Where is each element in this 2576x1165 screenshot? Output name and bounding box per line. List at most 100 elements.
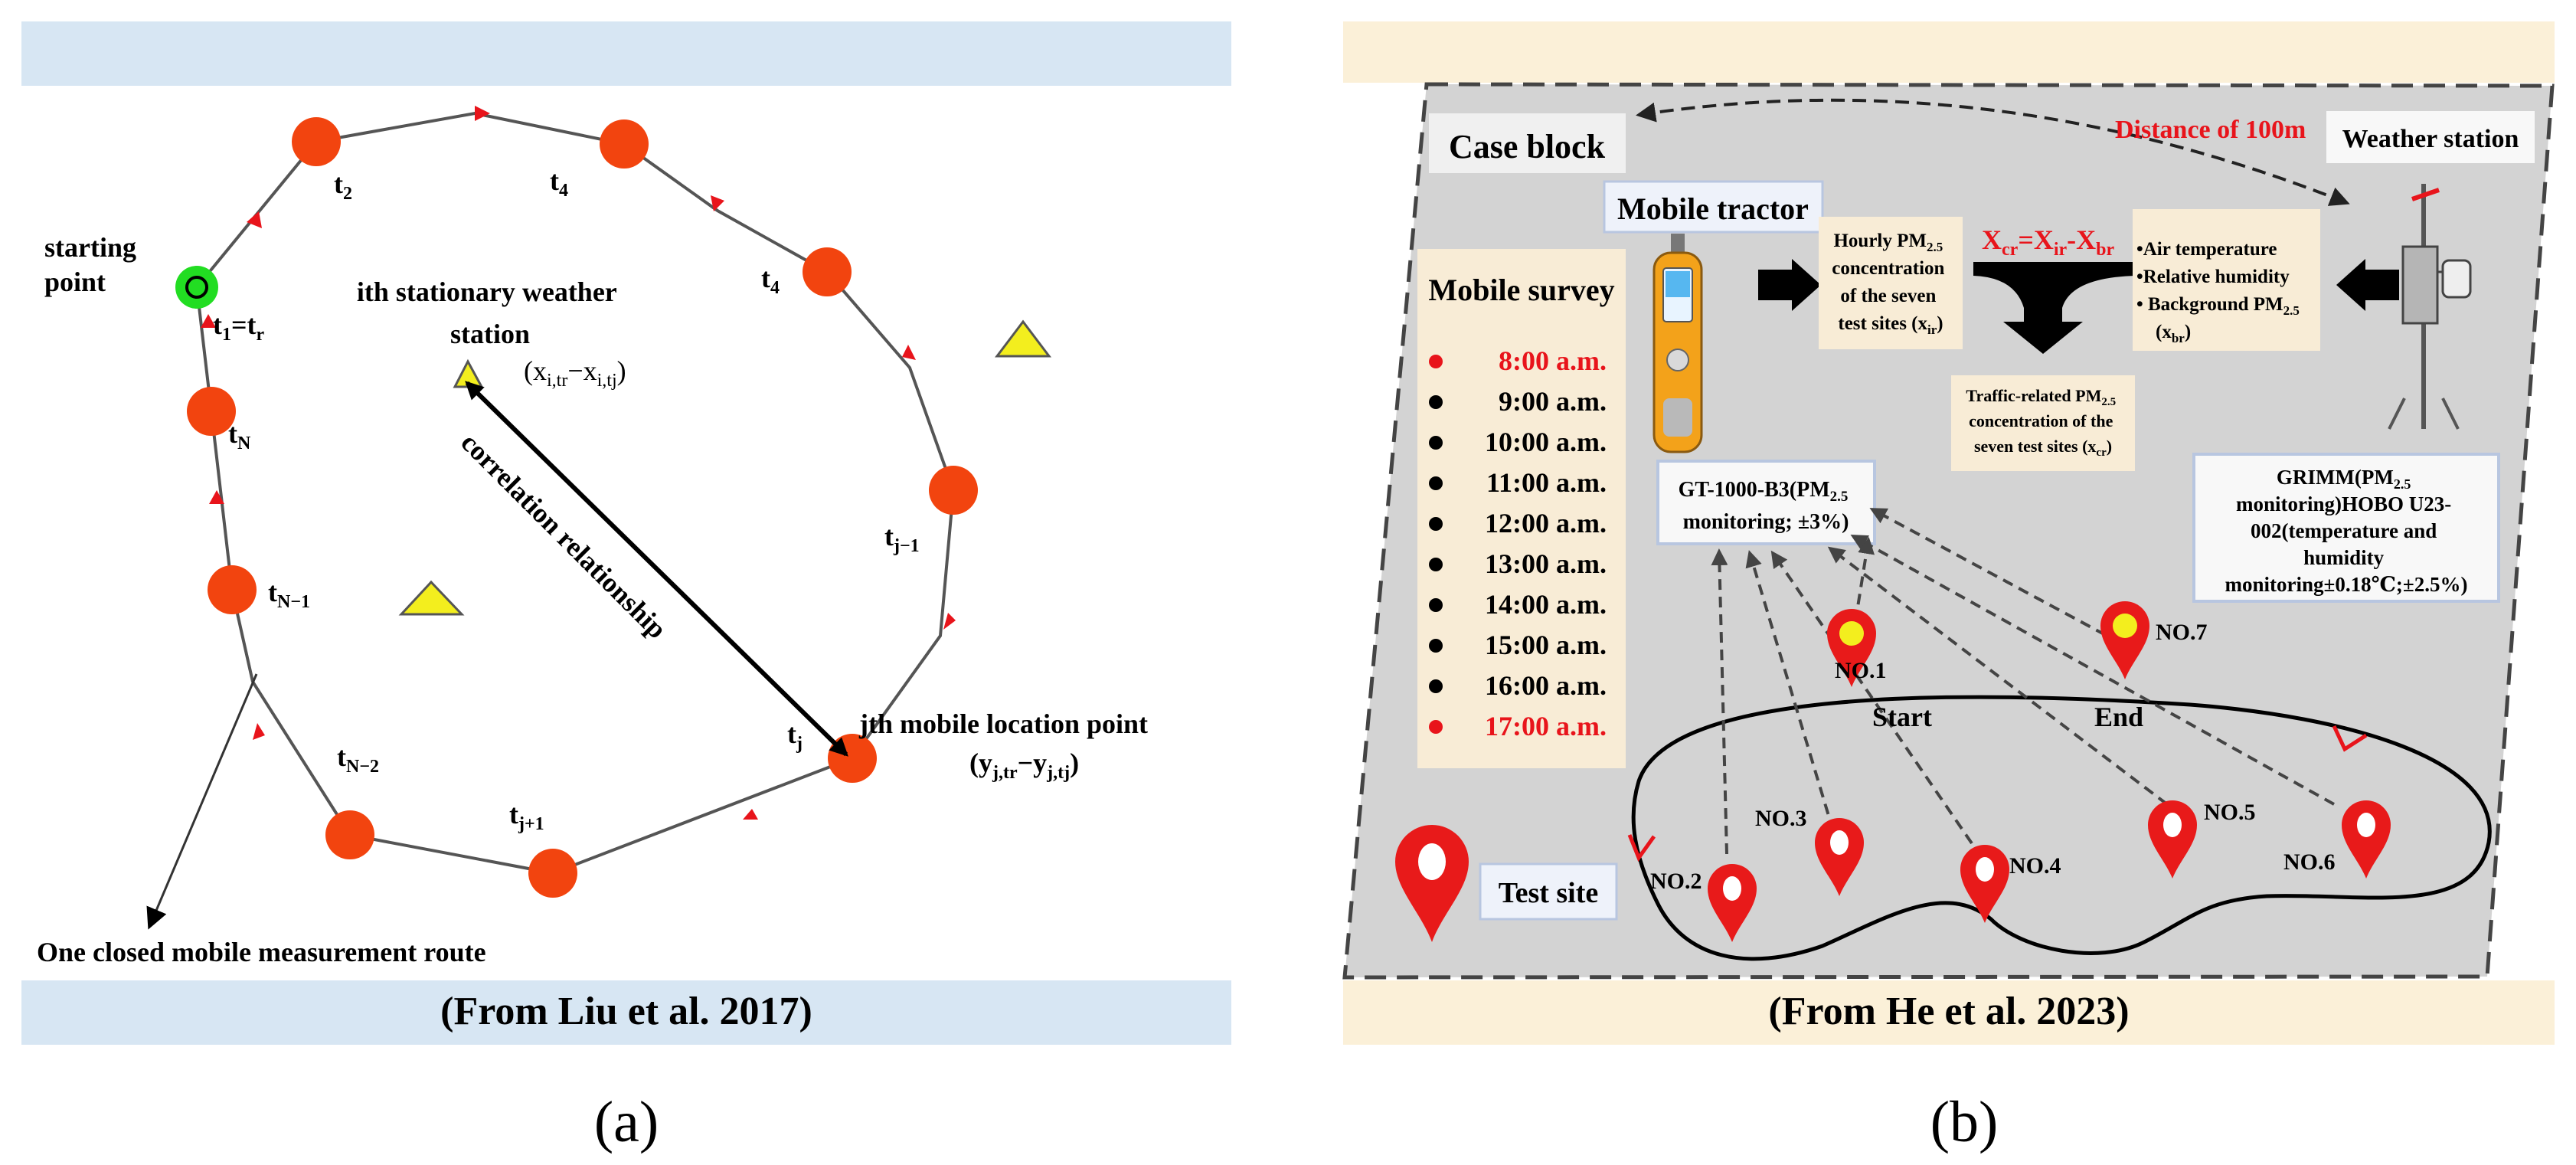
time-bullet xyxy=(1429,598,1443,612)
station-formula: (xi,tr−xi,tj) xyxy=(524,355,626,391)
route-points xyxy=(187,117,978,898)
panel-a-footer: (From Liu et al. 2017) xyxy=(440,990,812,1033)
distance-arrow xyxy=(1636,98,2350,206)
route-direction-mark-start xyxy=(1627,834,1656,862)
time-entry: 13:00 a.m. xyxy=(1485,548,1607,579)
caption-b: (b) xyxy=(1930,1090,1999,1154)
route-point-t4b xyxy=(803,247,852,296)
arrow-device-to-hourly xyxy=(1758,259,1821,311)
traffic-pm-text: Traffic-related PM2.5 concentration of t… xyxy=(1966,386,2120,459)
pin-no2 xyxy=(1708,864,1757,942)
pin-no3 xyxy=(1815,818,1864,896)
formula-label: Xcr=Xir-Xbr xyxy=(1982,224,2115,260)
panel-a-top-band xyxy=(21,21,1231,86)
caption-a: (a) xyxy=(594,1090,659,1154)
route-point-tj+1 xyxy=(528,849,577,898)
legend-pin xyxy=(1395,825,1469,942)
site-label-no5: NO.5 xyxy=(2204,800,2256,825)
site-label-no3: NO.3 xyxy=(1755,806,1807,831)
time-bullet xyxy=(1429,558,1443,571)
mobile-survey-title: Mobile survey xyxy=(1428,273,1614,307)
starting-point-label: starting point xyxy=(44,232,143,297)
distance-label: Distance of 100m xyxy=(2115,116,2306,144)
mobile-tractor-box xyxy=(1603,180,1824,234)
t2-label: t2 xyxy=(334,169,352,204)
route-pointer-arrow xyxy=(146,673,258,930)
correlation-arrow xyxy=(465,381,848,757)
route-point-tN-1 xyxy=(208,565,257,614)
t4b-label: t4 xyxy=(761,263,780,298)
mobile-point-label: jth mobile location point xyxy=(858,708,1148,739)
gt-monitor-text: GT-1000-B3(PM2.5 monitoring; ±3%) xyxy=(1679,478,1854,534)
route-point-t4a xyxy=(600,119,649,169)
pin-no6 xyxy=(2342,800,2391,879)
closed-route-line xyxy=(195,111,956,875)
pin-no1 xyxy=(1827,609,1876,687)
weather-params-box xyxy=(2133,209,2320,351)
route-direction-mark-end xyxy=(2332,725,2368,752)
mobile-survey-times: 8:00 a.m.9:00 a.m.10:00 a.m.11:00 a.m.12… xyxy=(1429,345,1607,741)
time-entry: 10:00 a.m. xyxy=(1485,427,1607,457)
tN-2-label: tN−2 xyxy=(337,741,379,777)
panel-a-bottom-band xyxy=(21,980,1231,1045)
grimm-monitor-text: GRIMM(PM2.5 monitoring)HOBO U23- 002(tem… xyxy=(2225,466,2468,596)
mobile-formula: (yj,tr−yj,tj) xyxy=(969,748,1079,783)
site-label-no2: NO.2 xyxy=(1650,869,1702,894)
time-entry: 16:00 a.m. xyxy=(1485,670,1607,701)
case-block-label: Case block xyxy=(1449,128,1606,165)
hourly-pm-box xyxy=(1819,217,1963,349)
time-bullet xyxy=(1429,720,1443,734)
mobile-survey-panel xyxy=(1417,249,1626,768)
gt-monitor-box xyxy=(1656,460,1876,545)
route-point-tN-2 xyxy=(325,810,374,859)
route-point-t2 xyxy=(292,117,341,166)
weather-station-box xyxy=(2326,111,2535,163)
tN-label: tN xyxy=(228,418,251,453)
route-direction-arrows xyxy=(201,106,956,820)
tj+1-label: tj+1 xyxy=(509,799,544,834)
hourly-pm-text: Hourly PM2.5 concentration of the seven … xyxy=(1832,231,1949,337)
time-bullet xyxy=(1429,476,1443,490)
weather-station-triangle-2 xyxy=(994,319,1052,358)
time-bullet xyxy=(1429,436,1443,450)
test-site-label: Test site xyxy=(1499,877,1599,909)
traffic-pm-box xyxy=(1951,375,2135,471)
survey-route-loop xyxy=(1631,695,2492,961)
time-entry: 17:00 a.m. xyxy=(1485,711,1607,741)
mobile-tractor-label: Mobile tractor xyxy=(1617,191,1809,226)
tj-label: tj xyxy=(787,718,803,754)
test-site-pins xyxy=(1395,601,2391,942)
tN-1-label: tN−1 xyxy=(268,577,310,612)
panel-b: (From He et al. 2023) Case block Distanc… xyxy=(1342,21,2555,1045)
arrow-station-to-air xyxy=(2336,259,2399,311)
time-entry: 14:00 a.m. xyxy=(1485,589,1607,620)
weather-station-triangle-3 xyxy=(398,580,465,616)
starting-point-ring xyxy=(185,276,208,299)
merge-arrow xyxy=(1973,262,2136,354)
panel-b-footer: (From He et al. 2023) xyxy=(1768,990,2129,1033)
pin-no5 xyxy=(2148,800,2197,879)
time-bullet xyxy=(1429,355,1443,368)
start-label: Start xyxy=(1872,702,1932,732)
time-entry: 11:00 a.m. xyxy=(1486,467,1607,498)
starting-point-marker xyxy=(175,266,218,309)
time-bullet xyxy=(1429,517,1443,531)
site-label-no6: NO.6 xyxy=(2283,849,2336,875)
weather-station-label: Weather station xyxy=(2342,125,2519,153)
site-label-no1: NO.1 xyxy=(1835,658,1887,683)
gt-1000-device-icon xyxy=(1652,234,1703,453)
weather-station-equipment-icon xyxy=(2388,184,2472,430)
t4a-label: t4 xyxy=(550,165,568,201)
weather-params-text: •Air temperature •Relative humidity • Ba… xyxy=(2136,239,2304,345)
time-entry: 15:00 a.m. xyxy=(1485,630,1607,660)
case-block-box xyxy=(1429,113,1626,173)
end-label: End xyxy=(2094,702,2143,732)
time-bullet xyxy=(1429,395,1443,409)
time-entry: 9:00 a.m. xyxy=(1499,386,1607,417)
grimm-monitor-box xyxy=(2192,453,2500,603)
site-label-no4: NO.4 xyxy=(2009,853,2061,879)
t1-label: t1=tr xyxy=(213,309,265,345)
panel-b-bottom-band xyxy=(1343,980,2555,1045)
time-entry: 8:00 a.m. xyxy=(1499,345,1607,376)
